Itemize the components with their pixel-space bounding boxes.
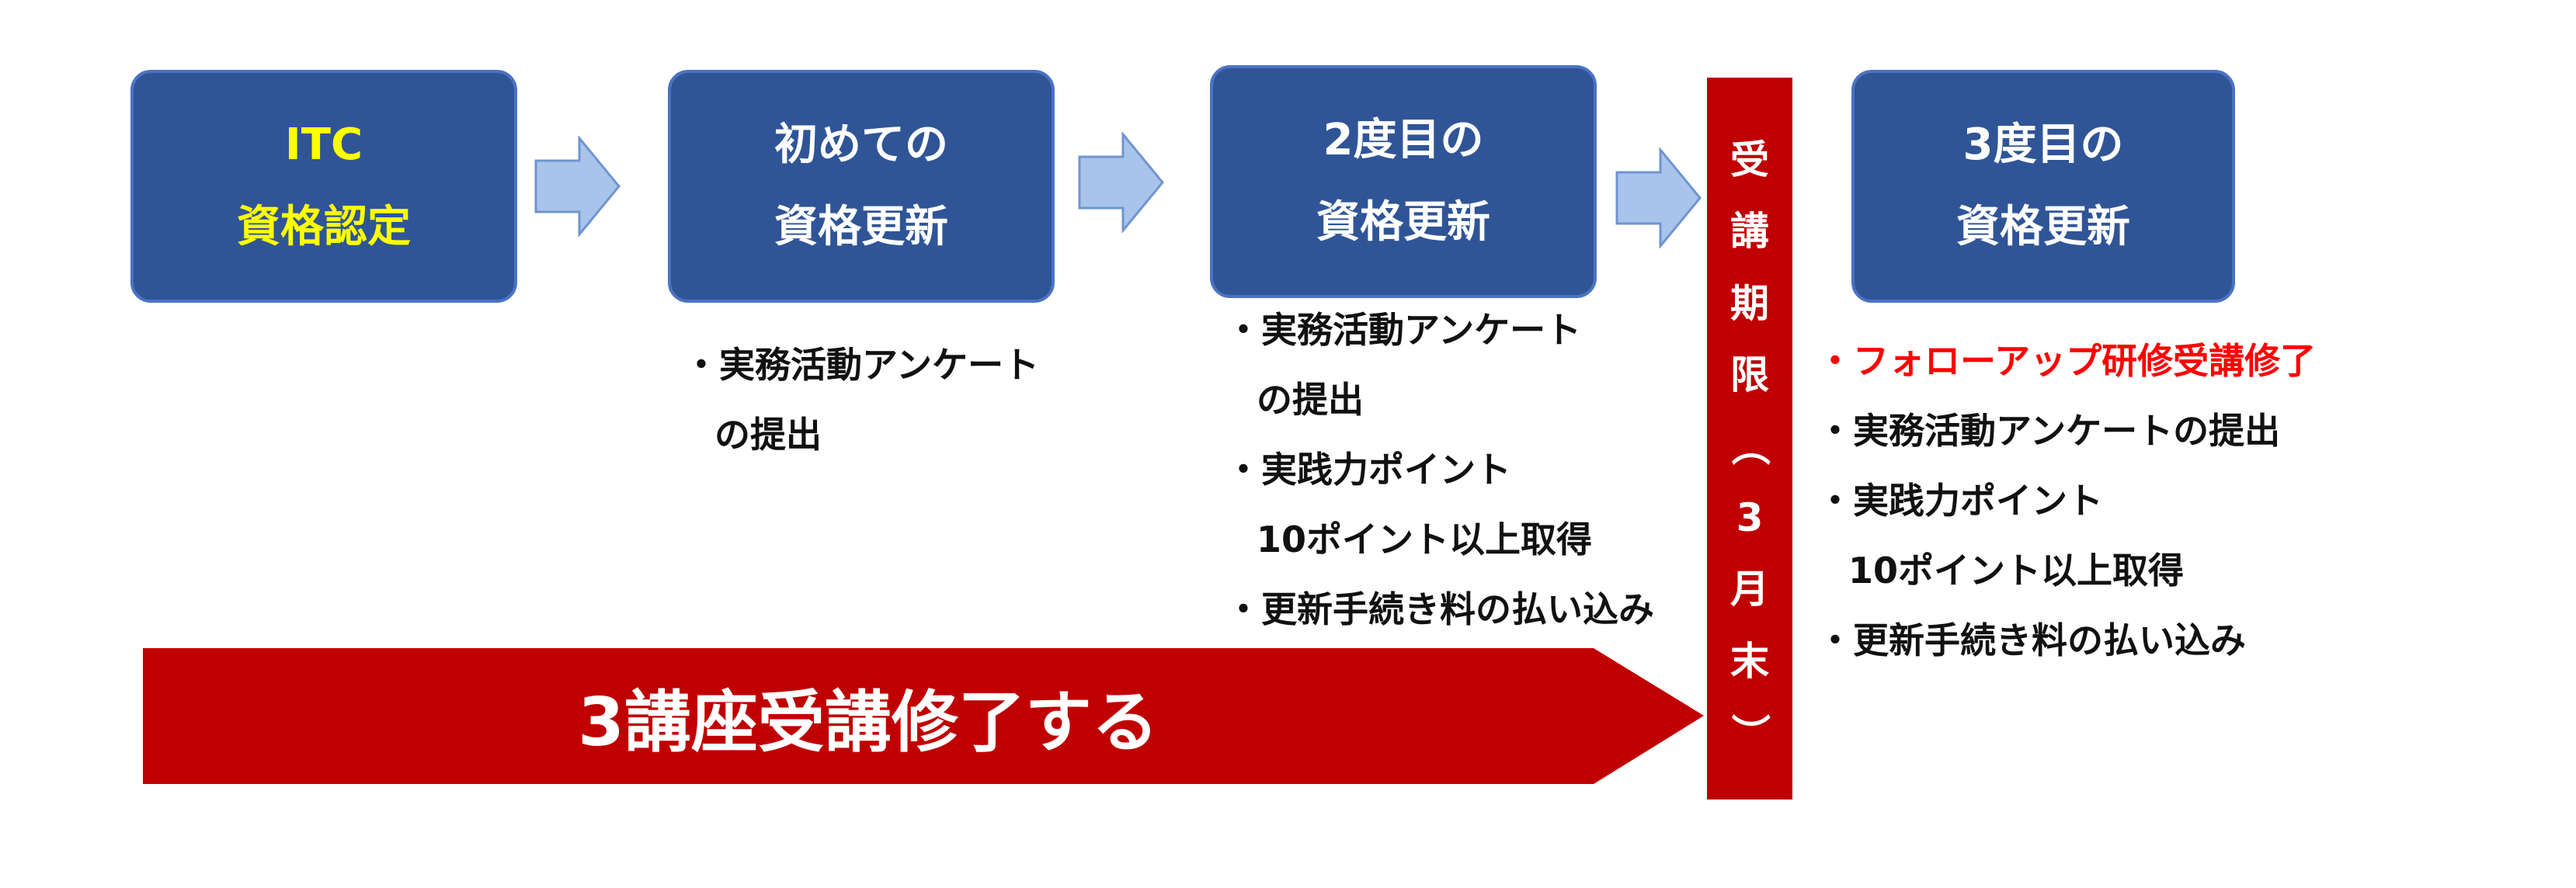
big-red-arrow [143,648,1704,784]
requirement-item: ・実務活動アンケート [1225,309,1582,351]
stage-box-line: 2度目の [1323,114,1484,165]
stage-box-line: ITC [284,119,363,170]
deadline-char: 月 [1730,567,1769,612]
stage-box-line: 資格更新 [1316,197,1490,248]
requirement-item-highlight: ・フォローアップ研修受講修了 [1817,340,2317,382]
stage-box-line: 資格更新 [774,202,948,252]
stage-box-first-renewal: 初めての 資格更新 [668,70,1055,303]
deadline-char: 受 [1730,137,1769,183]
requirement-item: ・実践力ポイント [1817,480,2103,522]
stage-box-itc-certification: ITC 資格認定 [130,70,517,303]
deadline-char: 末 [1730,638,1769,684]
deadline-char: 講 [1730,209,1769,255]
stage-box-line: 資格更新 [1956,202,2130,252]
third-renewal-requirements: ・フォローアップ研修受講修了 ・実務活動アンケートの提出 ・実践力ポイント 10… [1817,326,2316,675]
stage-box-line: 初めての [774,119,948,170]
deadline-char: 期 [1730,280,1769,326]
stage-box-third-renewal: 3度目の 資格更新 [1851,70,2235,303]
second-renewal-requirements: ・実務活動アンケート の提出 ・実践力ポイント 10ポイント以上取得 ・更新手続… [1225,295,1654,644]
first-renewal-requirements: ・実務活動アンケート の提出 [683,330,1039,470]
deadline-char: ） [1727,713,1772,752]
deadline-char: 3 [1736,495,1764,541]
requirement-item: 10ポイント以上取得 [1848,550,2185,591]
requirement-item: の提出 [1257,379,1364,421]
requirement-item: の提出 [714,414,822,456]
deadline-char: （ [1727,426,1772,466]
requirement-item: ・実践力ポイント [1225,449,1511,491]
right-arrow-icon [534,136,621,237]
deadline-char: 限 [1730,352,1769,397]
big-arrow-label: 3講座受講修了する [578,684,1159,761]
requirement-item: 10ポイント以上取得 [1257,519,1593,560]
requirement-item: ・実務活動アンケートの提出 [1817,410,2281,452]
requirement-item: ・更新手続き料の払い込み [1817,619,2246,661]
stage-box-second-renewal: 2度目の 資格更新 [1210,65,1597,298]
deadline-bar: 受 講 期 限 （ 3 月 末 ） [1707,78,1792,800]
stage-box-line: 資格認定 [237,202,411,252]
requirement-item: ・実務活動アンケート [683,344,1040,386]
right-arrow-icon [1615,147,1702,248]
stage-box-line: 3度目の [1962,119,2124,170]
right-arrow-icon [1078,132,1164,233]
requirement-item: ・更新手続き料の払い込み [1225,588,1654,630]
